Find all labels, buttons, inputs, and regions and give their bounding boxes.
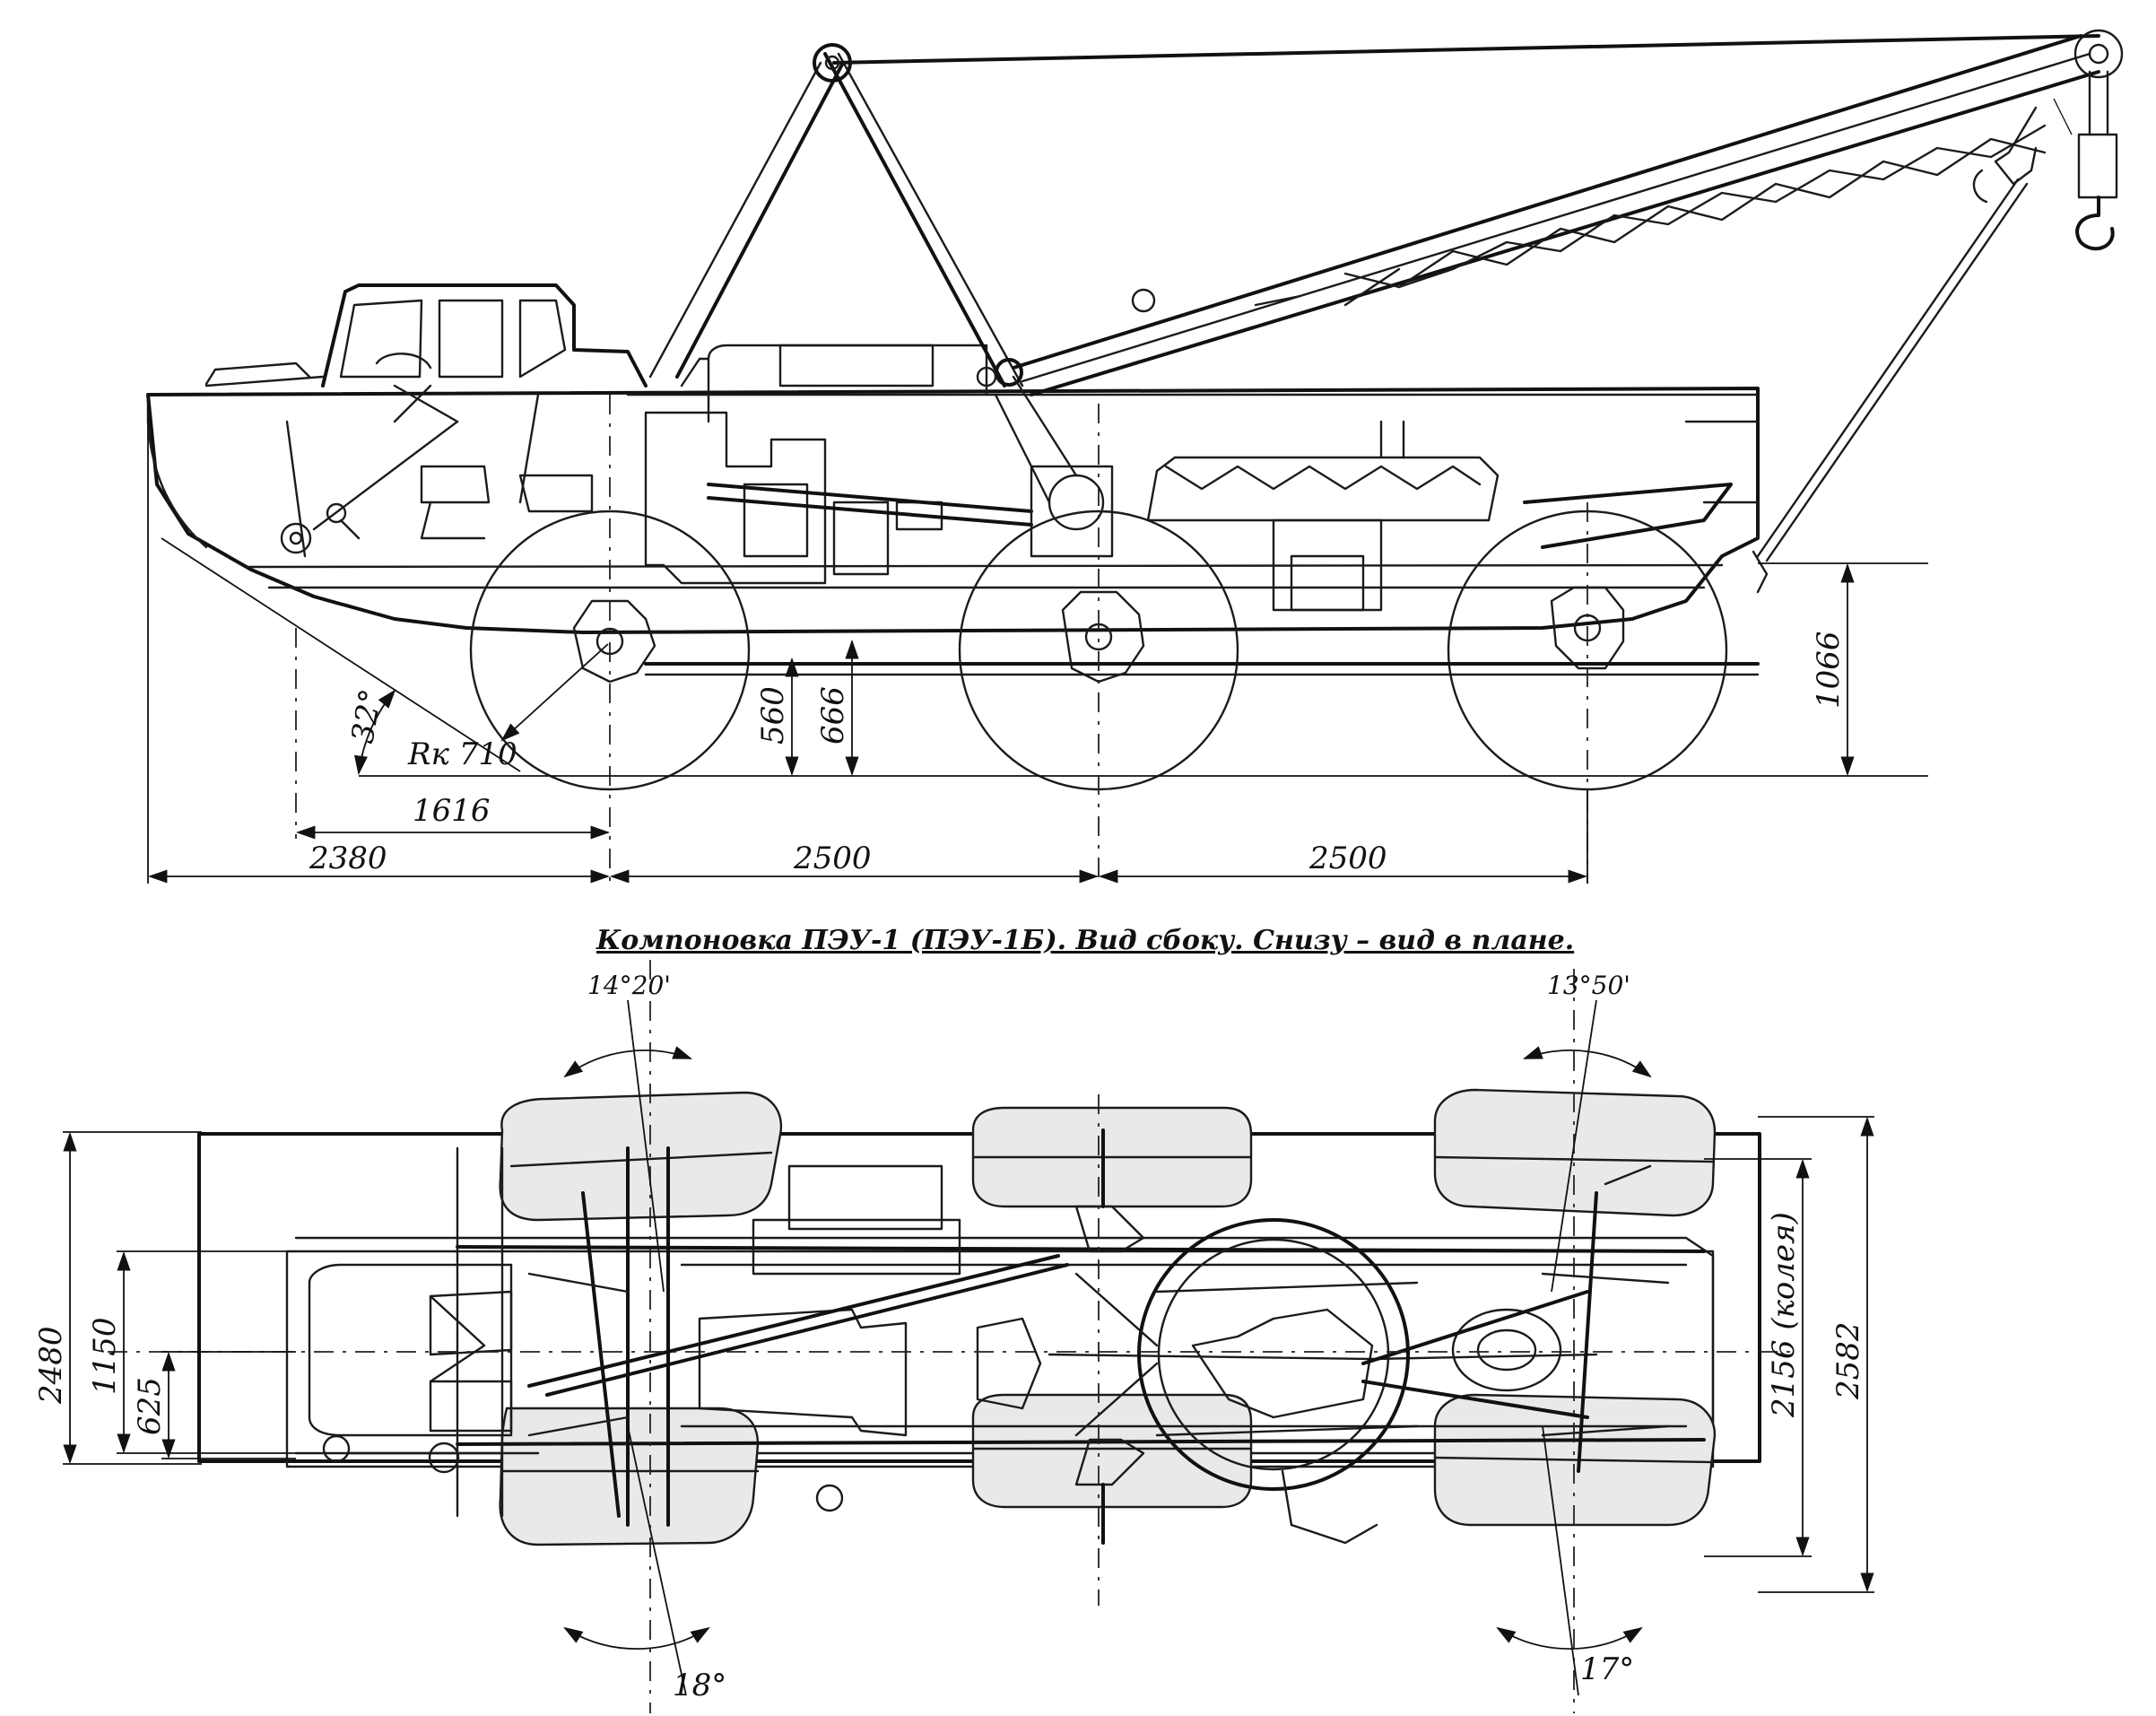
wheel-front-left [499, 1091, 783, 1222]
dim-560: 560 [755, 686, 791, 745]
crane [648, 29, 2124, 594]
plan-drivetrain [527, 1128, 1598, 1545]
dim-2500-first: 2500 [793, 841, 872, 876]
plan-view: 14°20' 13°50' 18° 17° 2480 1150 [33, 960, 1874, 1713]
figure-caption: Компоновка ПЭУ-1 (ПЭУ-1Б). Вид сбоку. Сн… [596, 925, 1574, 956]
dim-625: 625 [132, 1377, 168, 1435]
cabin [204, 283, 648, 531]
angle-rear-left: 18° [673, 1668, 726, 1703]
wheel-middle-left [971, 1106, 1253, 1208]
plan-centerlines [108, 960, 1794, 1713]
dim-track-2156: 2156 (колея) [1766, 1212, 1802, 1418]
plan-wheels [499, 1088, 1717, 1546]
crane-hook [1972, 70, 2118, 251]
dim-angle-32: 32° [344, 686, 389, 745]
hull [146, 387, 1760, 634]
plan-dimensions: 2480 1150 625 2156 (колея) 2582 [33, 1116, 1874, 1593]
side-dimensions: 1616 2380 2500 2500 560 666 1066 32° [147, 395, 1928, 884]
dim-2480: 2480 [33, 1326, 69, 1405]
dim-wheel-radius: Rк 710 [407, 736, 517, 772]
plan-angles: 14°20' 13°50' 18° 17° [563, 971, 1652, 1703]
wheel-front [469, 510, 751, 791]
plan-cab [308, 1263, 540, 1474]
dim-1616: 1616 [413, 793, 491, 829]
plan-steering [527, 1164, 1670, 1518]
interior-details [280, 384, 594, 558]
dim-1066: 1066 [1811, 631, 1847, 709]
angle-rear-right: 17° [1580, 1651, 1634, 1687]
wheels-side [469, 510, 1760, 791]
angle-front-left: 14°20' [587, 971, 671, 1000]
dim-1150: 1150 [87, 1317, 123, 1395]
side-view: 1616 2380 2500 2500 560 666 1066 32° [146, 29, 2124, 884]
dim-666: 666 [815, 686, 851, 745]
dim-2582: 2582 [1830, 1321, 1866, 1400]
angle-front-right: 13°50' [1547, 971, 1630, 1000]
dim-2500-second: 2500 [1308, 841, 1387, 876]
dim-2380: 2380 [309, 841, 387, 876]
wheel-rear-left [1433, 1088, 1717, 1217]
engine-block [644, 344, 1033, 585]
